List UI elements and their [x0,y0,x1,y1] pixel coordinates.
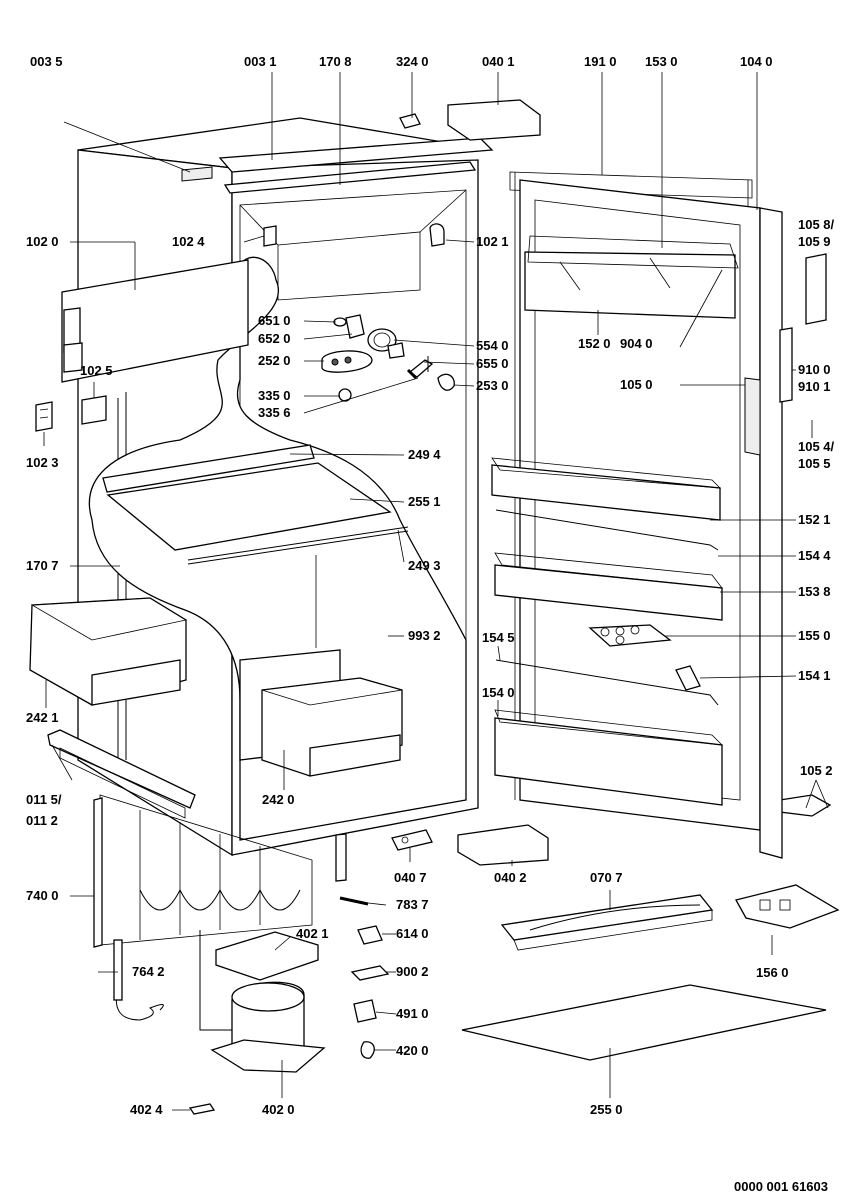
crisper-drawers [29,597,403,777]
label-102-3: 102 3 [26,455,59,470]
label-105-8: 105 8/ [798,217,835,232]
label-102-1: 102 1 [476,234,509,249]
label-242-0: 242 0 [262,792,295,807]
label-402-4: 402 4 [130,1102,163,1117]
label-324-0: 324 0 [396,54,429,69]
label-102-0: 102 0 [26,234,59,249]
condenser [93,794,347,948]
label-102-4: 102 4 [172,234,205,249]
light-assembly [263,223,455,402]
label-040-7: 040 7 [394,870,427,885]
label-491-0: 491 0 [396,1006,429,1021]
callout-labels: 003 5 003 1 170 8 324 0 040 1 191 0 153 … [26,54,835,1117]
label-170-8: 170 8 [319,54,352,69]
label-105-2: 105 2 [800,763,833,778]
label-402-0: 402 0 [262,1102,295,1117]
label-152-1: 152 1 [798,512,831,527]
label-070-7: 070 7 [590,870,623,885]
top-trim-panel [35,259,249,432]
label-154-5: 154 5 [482,630,515,645]
label-154-1: 154 1 [798,668,831,683]
label-105-4: 105 4/ [798,439,835,454]
label-993-2: 993 2 [408,628,441,643]
label-335-0: 335 0 [258,388,291,403]
label-155-0: 155 0 [798,628,831,643]
label-104-0: 104 0 [740,54,773,69]
label-154-4: 154 4 [798,548,831,563]
label-011-2: 011 2 [26,813,58,828]
label-105-5: 105 5 [798,456,831,471]
label-249-4: 249 4 [408,447,441,462]
label-255-0: 255 0 [590,1102,623,1117]
label-554-0: 554 0 [476,338,509,353]
label-003-1: 003 1 [244,54,277,69]
label-614-0: 614 0 [396,926,429,941]
label-335-6: 335 6 [258,405,291,420]
glass-shelf [102,444,409,648]
label-170-7: 170 7 [26,558,59,573]
door-assembly [491,171,827,859]
leader-lines [43,72,829,1111]
label-255-1: 255 1 [408,494,441,509]
compressor [113,930,326,1115]
bottom-grill [47,729,196,819]
loose-parts [461,884,840,1061]
label-156-0: 156 0 [756,965,789,980]
hinges [399,99,832,866]
label-249-3: 249 3 [408,558,441,573]
label-253-0: 253 0 [476,378,509,393]
label-402-1: 402 1 [296,926,329,941]
label-154-0: 154 0 [482,685,515,700]
label-651-0: 651 0 [258,313,291,328]
label-783-7: 783 7 [396,897,429,912]
label-655-0: 655 0 [476,356,509,371]
label-011-5: 011 5/ [26,792,62,807]
label-105-9: 105 9 [798,234,831,249]
label-904-0: 904 0 [620,336,653,351]
label-102-5: 102 5 [80,363,113,378]
label-040-2: 040 2 [494,870,527,885]
label-105-0: 105 0 [620,377,653,392]
label-153-0: 153 0 [645,54,678,69]
label-191-0: 191 0 [584,54,617,69]
drawing-number: 0000 001 61603 [734,1179,828,1194]
label-900-2: 900 2 [396,964,429,979]
label-040-1: 040 1 [482,54,515,69]
label-252-0: 252 0 [258,353,291,368]
label-910-0: 910 0 [798,362,831,377]
label-652-0: 652 0 [258,331,291,346]
label-910-1: 910 1 [798,379,831,394]
label-420-0: 420 0 [396,1043,429,1058]
label-740-0: 740 0 [26,888,59,903]
label-153-8: 153 8 [798,584,831,599]
electrical-parts [339,829,433,1059]
label-242-1: 242 1 [26,710,59,725]
label-764-2: 764 2 [132,964,165,979]
label-003-5: 003 5 [30,54,63,69]
label-152-0: 152 0 [578,336,611,351]
